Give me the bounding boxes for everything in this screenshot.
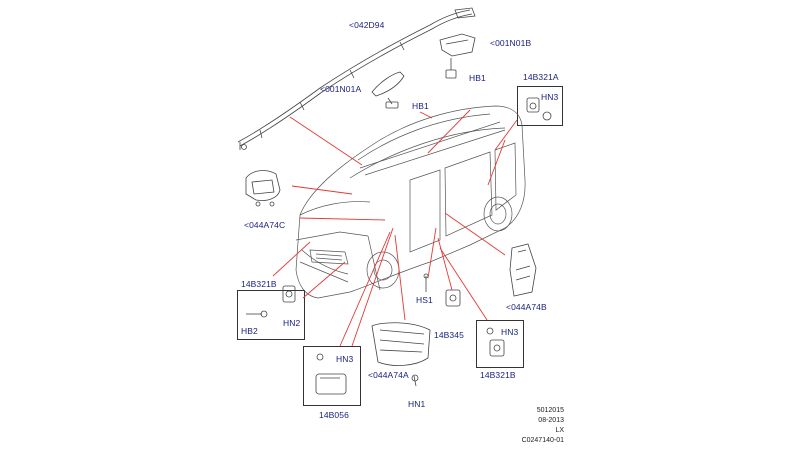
inset-box-14B321B-right — [476, 320, 524, 368]
label-HB1-lower: HB1 — [412, 101, 429, 111]
bracket-001N01B — [439, 33, 476, 79]
label-HB1-upper: HB1 — [469, 73, 486, 83]
footer-line-1: 5012015 — [536, 407, 564, 414]
label-HB2: HB2 — [241, 326, 258, 336]
curtain-airbag-part — [237, 7, 476, 150]
driver-airbag-044A74C — [245, 170, 281, 207]
label-14B321B-left: 14B321B — [241, 279, 277, 289]
footer-line-3: LX — [555, 427, 564, 434]
knee-airbag-044A74B — [509, 243, 537, 297]
label-001N01A: <001N01A — [320, 84, 362, 94]
sensor-14B321A — [526, 97, 552, 121]
airbag-001N01A — [371, 71, 405, 109]
label-14B321A: 14B321A — [523, 72, 559, 82]
diagram-sheet — [232, 0, 568, 450]
inset-parts — [246, 285, 505, 395]
label-HN3-bottom-right: HN3 — [501, 327, 519, 337]
label-HS1: HS1 — [416, 295, 433, 305]
label-14B056: 14B056 — [319, 410, 349, 420]
leader-lines — [272, 109, 518, 347]
label-HN1: HN1 — [408, 399, 426, 409]
vehicle-outline — [295, 105, 526, 299]
label-HN3-bottom-left: HN3 — [336, 354, 354, 364]
inset-box-14B321B-left — [237, 290, 305, 340]
inset-box-14B321A — [517, 86, 563, 126]
passenger-airbag-044A74A — [371, 322, 431, 387]
label-14B321B-right: 14B321B — [480, 370, 516, 380]
label-14B345: 14B345 — [434, 330, 464, 340]
footer-line-4: C0247140-01 — [521, 437, 564, 444]
label-044A74A: <044A74A — [368, 370, 409, 380]
inset-box-14B056 — [303, 346, 361, 406]
sensor-14B345 — [423, 273, 461, 307]
label-042D94: <042D94 — [349, 20, 385, 30]
footer-line-2: 08-2013 — [538, 417, 564, 424]
label-HN3-top: HN3 — [541, 92, 559, 102]
label-044A74B: <044A74B — [506, 302, 547, 312]
label-001N01B: <001N01B — [490, 38, 532, 48]
label-044A74C: <044A74C — [244, 220, 286, 230]
label-HN2: HN2 — [283, 318, 301, 328]
